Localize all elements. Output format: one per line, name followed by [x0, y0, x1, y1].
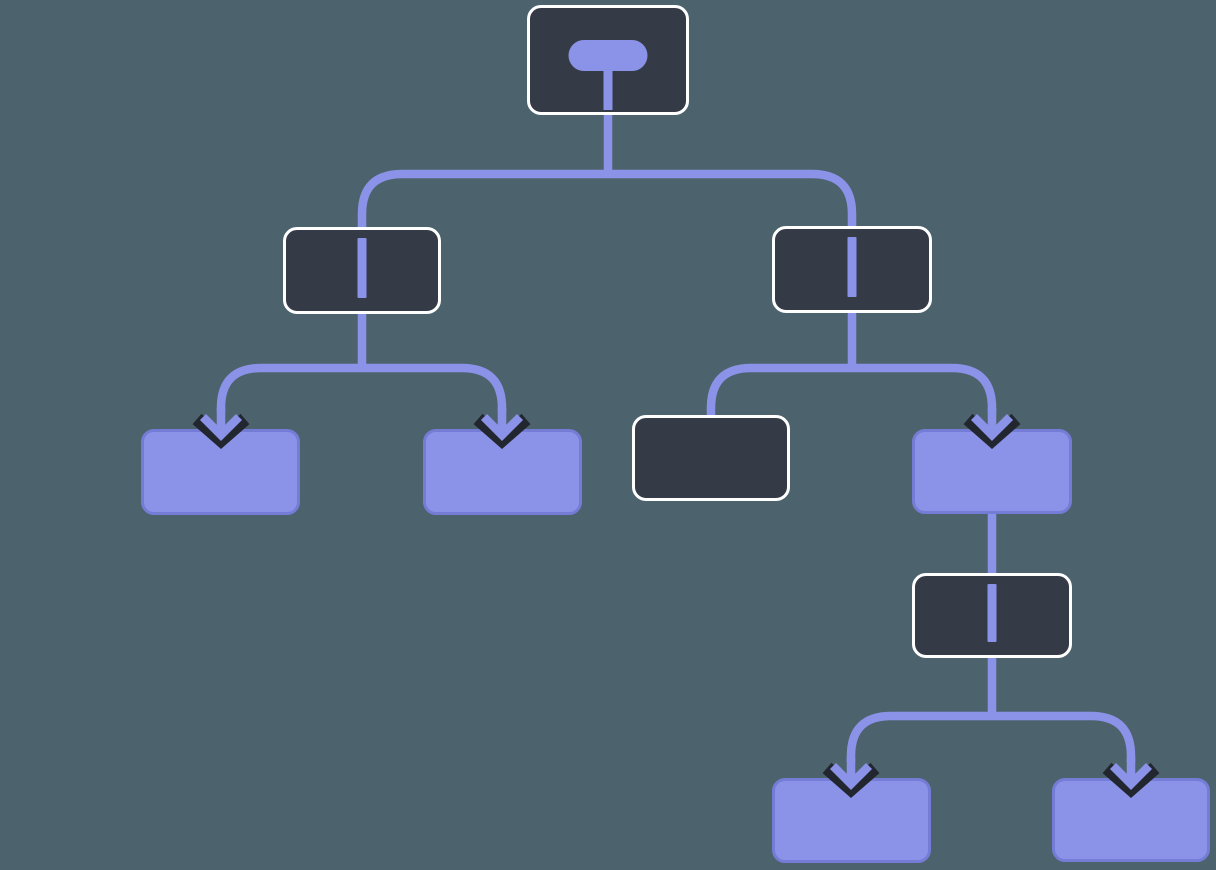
- node-branch-left[interactable]: [283, 227, 441, 314]
- pass-through-line-icon: [987, 583, 997, 643]
- node-branch-mid[interactable]: [912, 573, 1072, 658]
- root-pill-icon: [568, 40, 648, 71]
- node-branch-right[interactable]: [772, 226, 932, 313]
- pass-through-line-icon: [357, 238, 367, 299]
- double-chevron-down-icon: [822, 757, 880, 798]
- double-chevron-down-icon: [192, 408, 250, 449]
- double-chevron-down-icon: [963, 408, 1021, 449]
- double-chevron-down-icon: [1102, 757, 1160, 798]
- connector-line: [846, 645, 1136, 762]
- connector-line: [706, 295, 997, 425]
- double-chevron-down-icon: [473, 408, 531, 449]
- node-plain-dark[interactable]: [632, 415, 790, 501]
- pass-through-line-icon: [847, 237, 857, 298]
- pill-stem-icon: [603, 66, 613, 110]
- node-root[interactable]: [527, 5, 689, 115]
